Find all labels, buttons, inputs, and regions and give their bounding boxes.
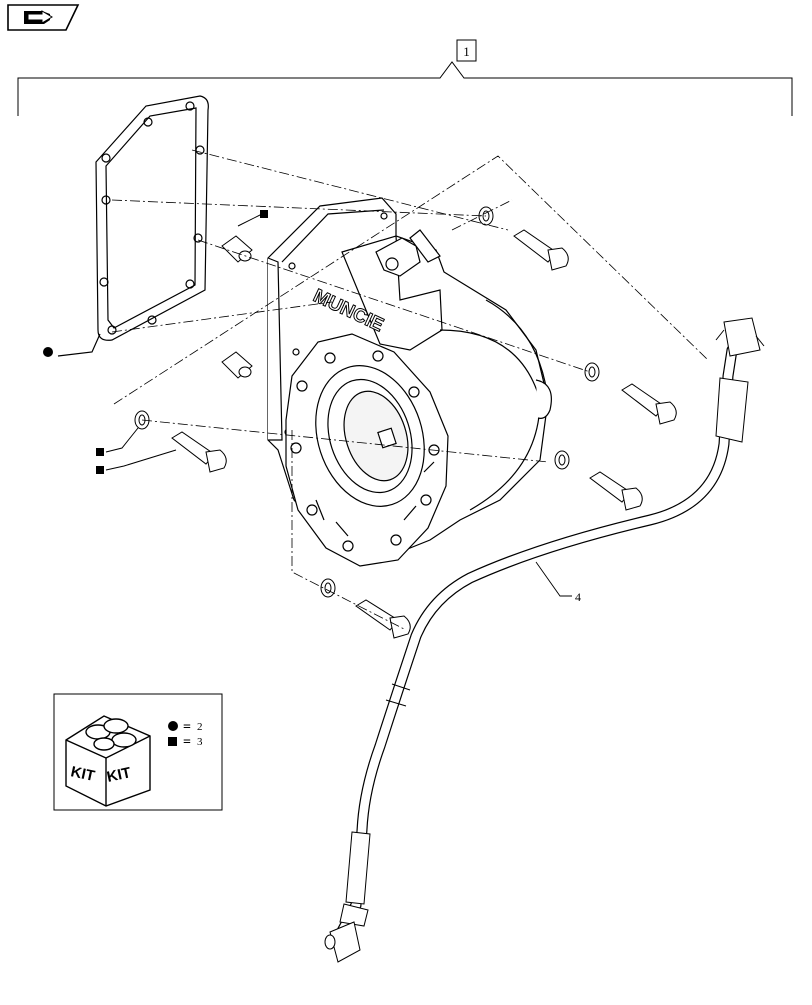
bolt-middle-right[interactable] <box>584 362 677 425</box>
gasket[interactable] <box>57 95 209 357</box>
legend-sign-circle: = <box>183 720 191 735</box>
bolt-lower-right[interactable] <box>554 450 643 511</box>
gasket-kit-marker <box>43 347 53 357</box>
callout-assembly[interactable]: 1 <box>456 39 477 62</box>
bolt-bottom[interactable] <box>320 578 411 639</box>
nav-button[interactable] <box>7 4 80 31</box>
book-arrow-icon <box>24 10 53 24</box>
kit-legend-box: KIT KIT = 2 = 3 <box>53 693 223 811</box>
kit-label-right: KIT <box>105 764 132 786</box>
legend-item-square: = 3 <box>168 735 203 750</box>
callout-hose[interactable]: 4 <box>535 561 581 604</box>
legend-number-square: 3 <box>197 736 203 748</box>
legend-item-circle: = 2 <box>168 720 203 735</box>
hydraulic-hose[interactable] <box>324 317 765 963</box>
kit-label-left: KIT <box>69 763 96 785</box>
assembly-bracket <box>17 61 793 116</box>
legend-sign-square: = <box>183 735 191 750</box>
kit-box-icon: KIT KIT <box>65 715 151 807</box>
dowel-pin-upper[interactable] <box>221 210 268 263</box>
bolt-left[interactable] <box>96 410 227 474</box>
bolt-upper-right[interactable] <box>478 206 569 271</box>
center-lines <box>111 149 709 631</box>
output-flange[interactable] <box>285 333 449 567</box>
legend-number-circle: 2 <box>197 721 203 733</box>
dowel-pin-lower[interactable] <box>221 351 253 379</box>
callout-assembly-label: 1 <box>463 44 470 59</box>
callout-hose-label: 4 <box>575 590 581 604</box>
